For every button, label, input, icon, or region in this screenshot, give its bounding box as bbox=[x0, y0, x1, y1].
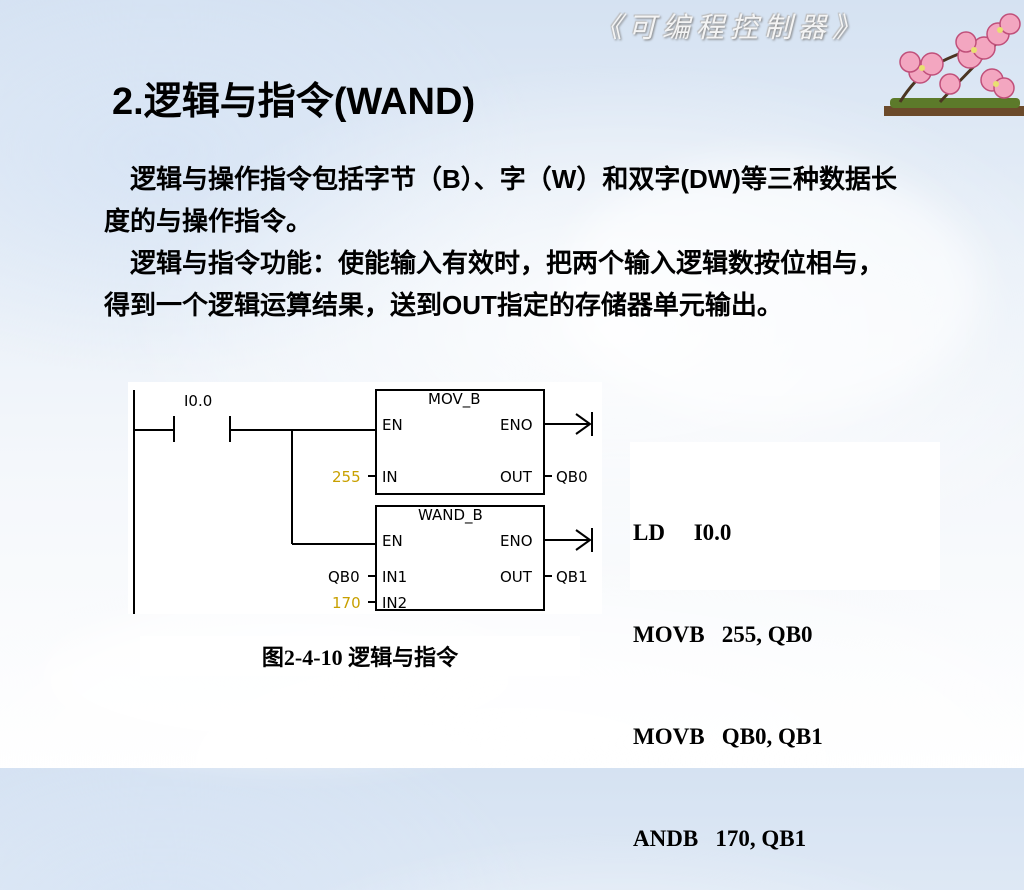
flowers-decoration bbox=[884, 13, 1024, 116]
block1-in-value: 255 bbox=[332, 468, 361, 486]
contact-label: I0.0 bbox=[184, 392, 212, 410]
block2-in1: IN1 bbox=[382, 568, 407, 586]
block2-out: OUT bbox=[500, 568, 533, 586]
code-line: MOVB 255, QB0 bbox=[633, 622, 813, 647]
block2-in1-value: QB0 bbox=[328, 568, 360, 586]
block2-in2: IN2 bbox=[382, 594, 407, 612]
eno-arrow-icon bbox=[575, 412, 593, 436]
code-line: ANDB 170, QB1 bbox=[633, 826, 807, 851]
block1-in: IN bbox=[382, 468, 398, 486]
background-cloud bbox=[560, 160, 980, 420]
code-line: MOVB QB0, QB1 bbox=[633, 724, 823, 749]
eno-arrow-icon bbox=[575, 528, 593, 552]
background-cloud bbox=[40, 600, 540, 760]
code-line: LD I0.0 bbox=[633, 520, 732, 545]
paragraph-2: 逻辑与指令功能：使能输入有效时，把两个输入逻辑数按位相与，得到一个逻辑运算结果，… bbox=[104, 248, 885, 320]
block2-in2-value: 170 bbox=[332, 594, 361, 612]
figure-caption: 图2-4-10 逻辑与指令 bbox=[140, 636, 580, 676]
ladder-diagram: I0.0 MOV_B EN ENO IN OUT 255 QB0 WAND_B … bbox=[128, 382, 602, 614]
slide-title: 2.逻辑与指令(WAND) bbox=[112, 81, 476, 123]
block2-eno: ENO bbox=[500, 532, 533, 550]
block1-name: MOV_B bbox=[428, 390, 481, 409]
block2-en: EN bbox=[382, 532, 403, 550]
brand-title: 《可编程控制器》 bbox=[594, 11, 867, 44]
block1-out: OUT bbox=[500, 468, 533, 486]
body-text: 逻辑与操作指令包括字节（B）、字（W）和双字(DW)等三种数据长度的与操作指令。… bbox=[104, 158, 904, 326]
paragraph-1: 逻辑与操作指令包括字节（B）、字（W）和双字(DW)等三种数据长度的与操作指令。 bbox=[104, 164, 897, 236]
block1-out-value: QB0 bbox=[556, 468, 588, 486]
block2-name: WAND_B bbox=[418, 506, 483, 525]
block2-out-value: QB1 bbox=[556, 568, 588, 586]
instruction-list: LD I0.0 MOVB 255, QB0 MOVB QB0, QB1 ANDB… bbox=[630, 442, 940, 851]
block1-eno: ENO bbox=[500, 416, 533, 434]
block1-en: EN bbox=[382, 416, 403, 434]
